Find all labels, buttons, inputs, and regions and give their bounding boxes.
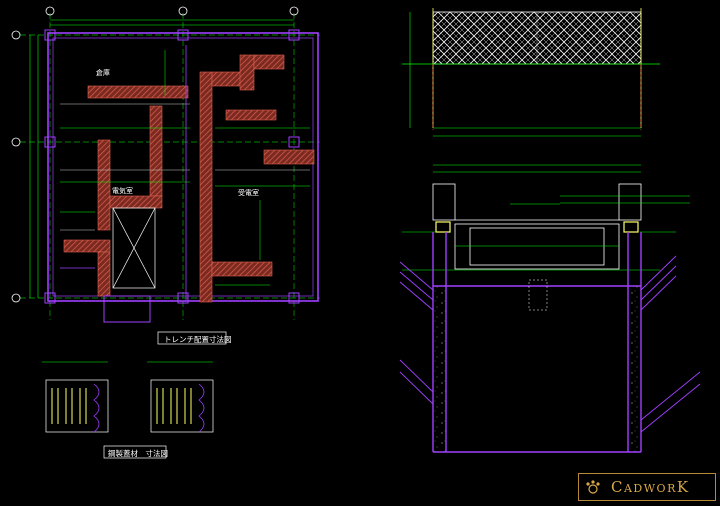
room-label-b: 電気室 (112, 188, 133, 195)
cadwork-logo: CadworK (578, 473, 716, 501)
plan-view (11, 6, 320, 345)
room-label-a: 倉庫 (96, 70, 110, 77)
cover-detail-panels (42, 361, 214, 459)
plan-title: トレンチ配置寸法図 (164, 335, 232, 344)
detail-title: 鋼製蓋材 寸法図 (108, 449, 168, 458)
logo-text: CadworK (611, 478, 690, 496)
paw-logo-icon (586, 480, 600, 494)
section-view (399, 8, 701, 453)
room-label-c: 受電室 (238, 190, 259, 197)
